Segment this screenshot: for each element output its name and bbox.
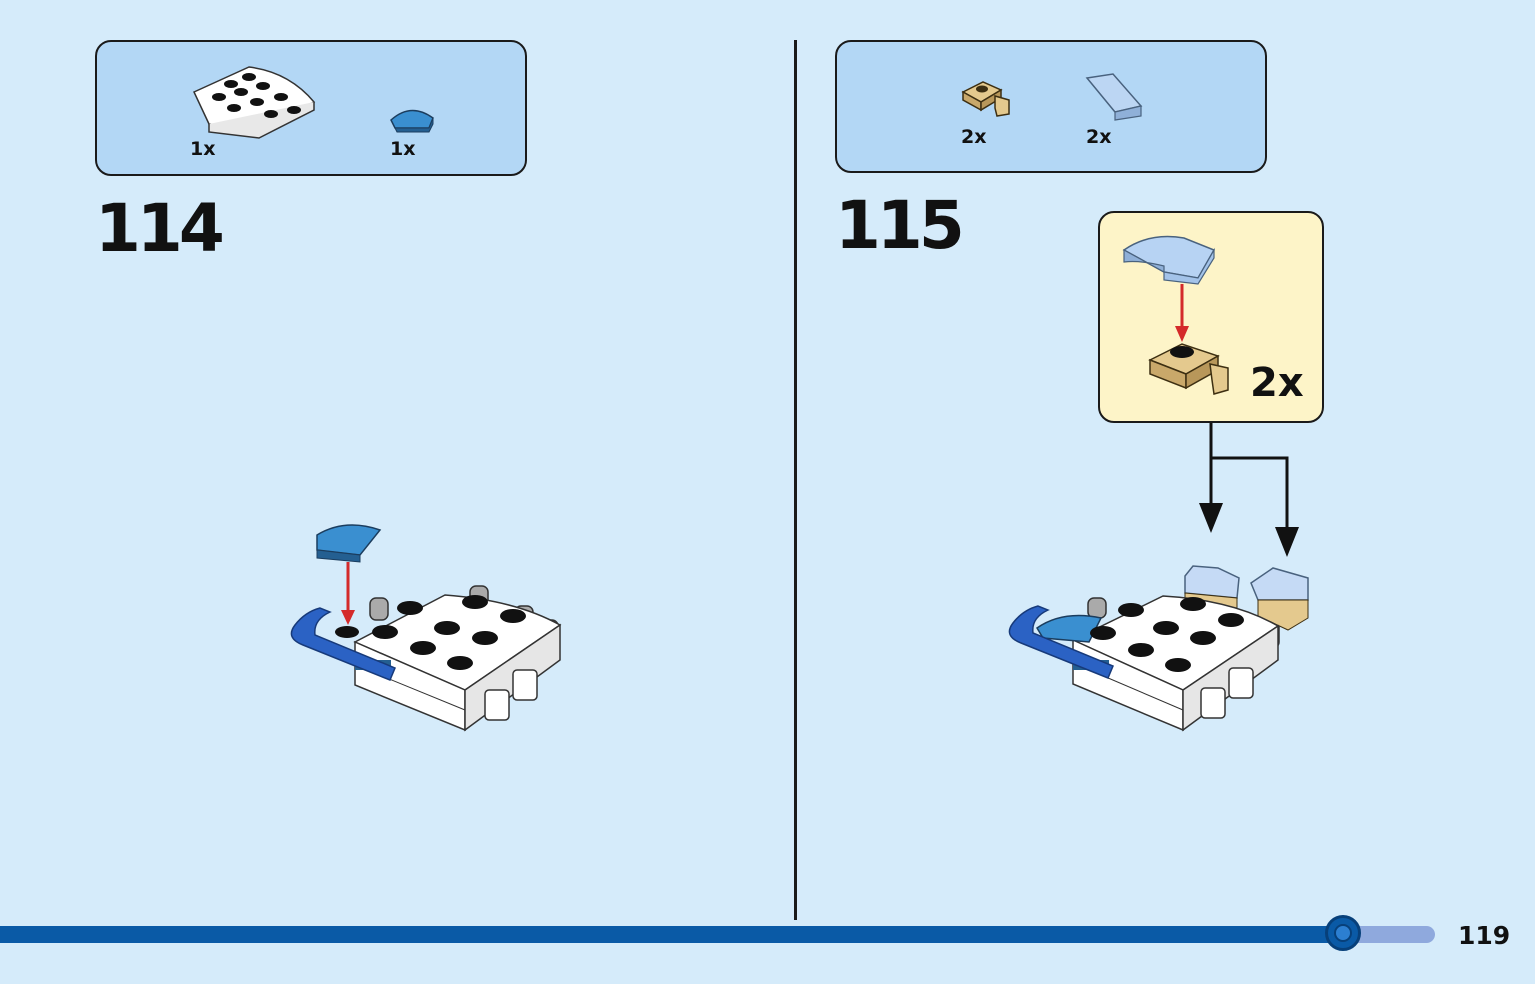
step-115-assembly (1008, 565, 1309, 732)
parts-list-step-114: 1x 1x (95, 40, 527, 176)
part-qty: 2x (1086, 126, 1112, 148)
white-round-plate-icon (192, 66, 316, 139)
progress-remaining (1345, 926, 1435, 943)
blue-quarter-tile-icon (390, 109, 434, 133)
part-qty: 1x (190, 138, 216, 160)
step-114-assembly (290, 524, 562, 732)
light-blue-slope-icon (1085, 73, 1143, 121)
part-qty: 2x (961, 126, 987, 148)
part-qty: 1x (390, 138, 416, 160)
progress-bar (0, 926, 1345, 943)
tan-clip-plate-icon (961, 81, 1010, 117)
step-number: 115 (835, 187, 965, 264)
page-number: 119 (1458, 921, 1511, 950)
callout-assembly-diagram (1122, 235, 1229, 395)
placement-arrows (1199, 423, 1299, 557)
callout-quantity: 2x (1250, 360, 1304, 406)
progress-indicator (1325, 915, 1361, 951)
step-number: 114 (95, 190, 225, 267)
parts-list-step-115: 2x 2x (835, 40, 1267, 173)
page-divider (794, 40, 797, 920)
